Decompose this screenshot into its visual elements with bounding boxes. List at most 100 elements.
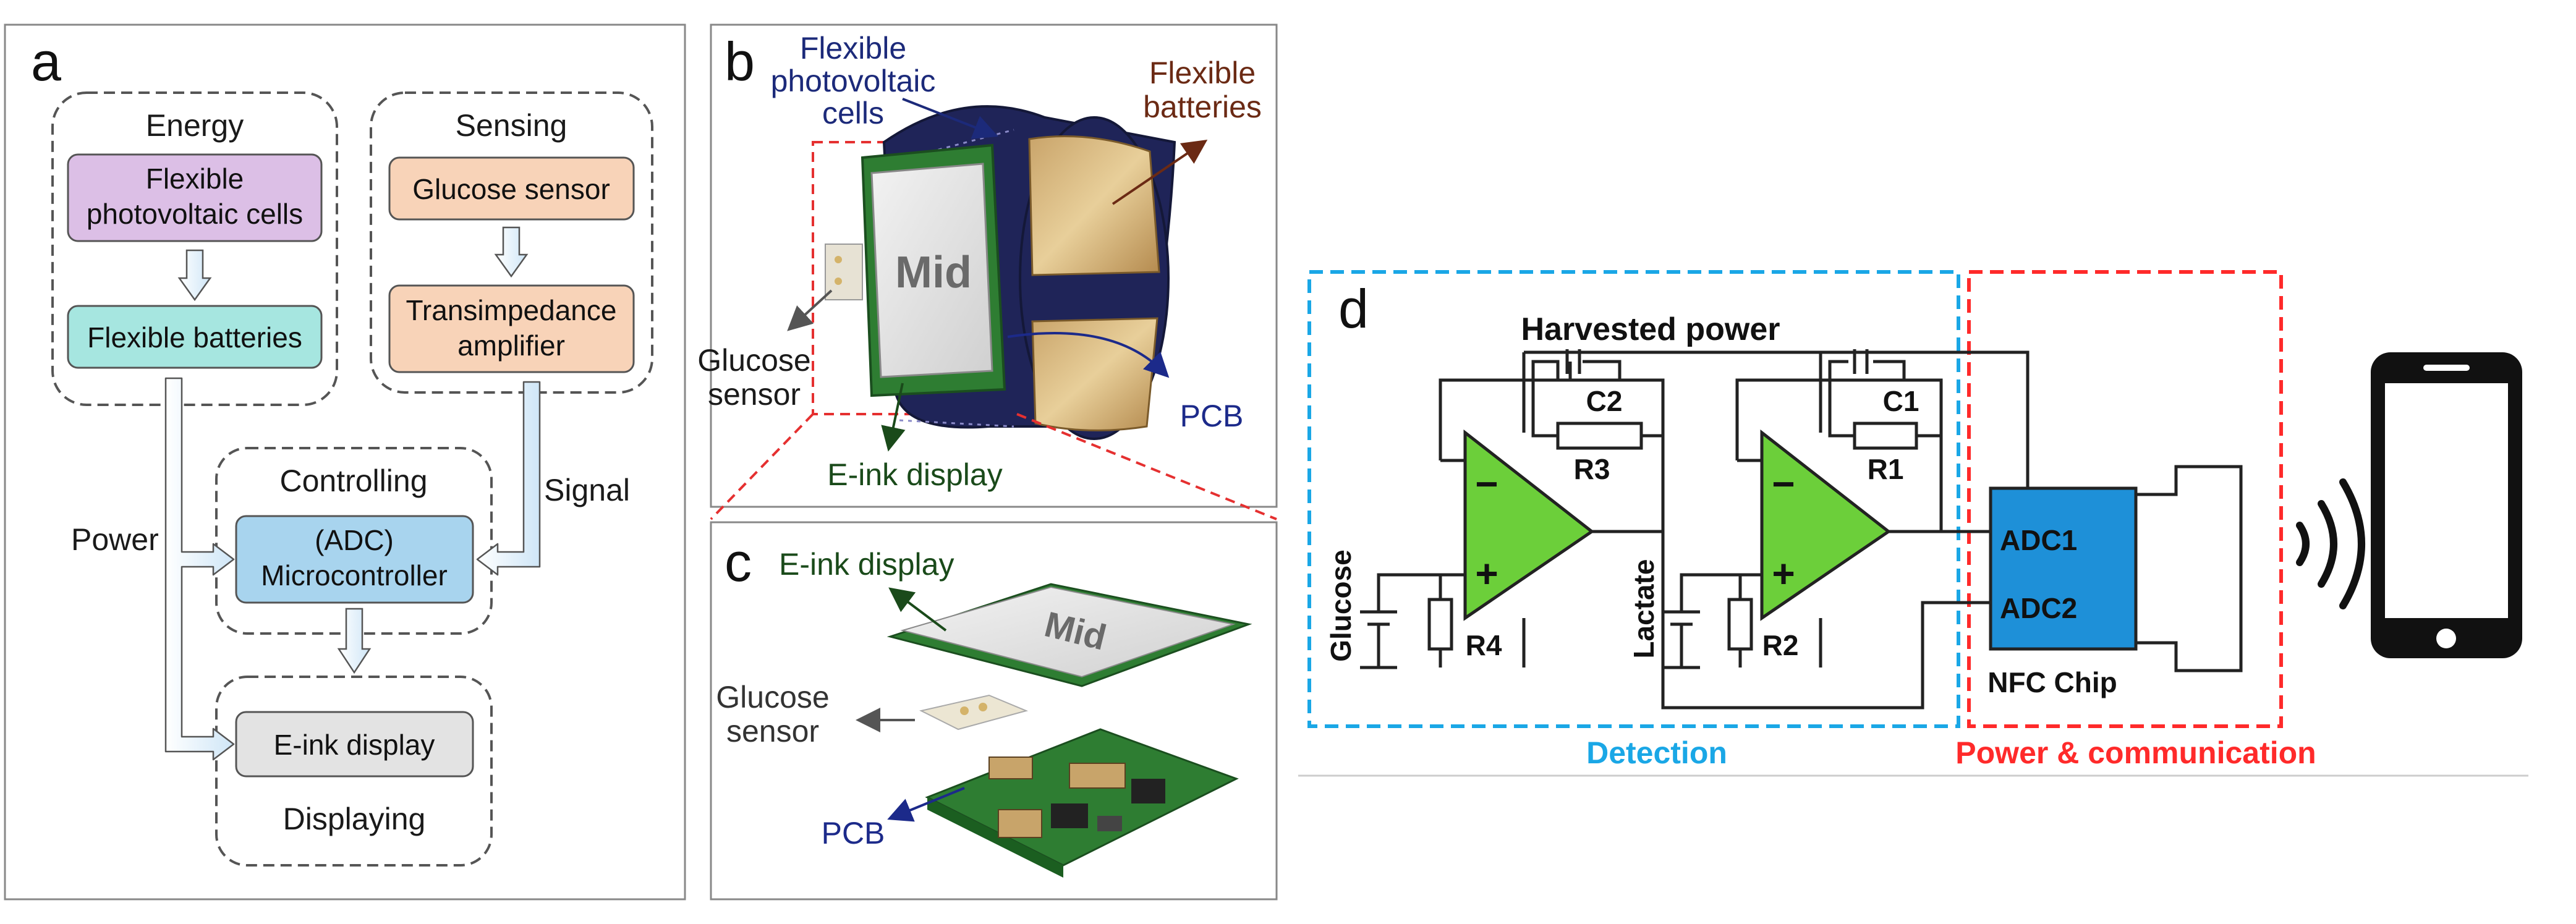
r3-label: R3 <box>1574 453 1610 485</box>
c-glucose-label-line1: Glucose <box>716 680 829 714</box>
control-to-display-arrow <box>337 608 372 674</box>
sensing-down-arrow <box>494 226 529 278</box>
stage1-plus-in <box>1377 573 1465 612</box>
stage2-plus-in <box>1680 573 1762 612</box>
panel-c-frame <box>710 521 1278 901</box>
power-rail <box>1524 350 2030 488</box>
c-pcb-board <box>925 728 1239 867</box>
energy-group <box>51 91 338 406</box>
c-chip-1 <box>1131 779 1165 803</box>
b-pcb-label: PCB <box>1180 399 1244 433</box>
opamp-1 <box>1463 429 1595 621</box>
amplifier-box-line2: amplifier <box>457 329 565 362</box>
b-pcb-arrow <box>1007 332 1170 378</box>
phone-speaker <box>2423 365 2470 371</box>
panel-b-frame <box>710 23 1278 508</box>
harvested-power-label: Harvested power <box>1521 312 1780 347</box>
c2-label: C2 <box>1586 385 1623 417</box>
adc1-label: ADC1 <box>2000 524 2077 556</box>
panel-a: a Energy Flexible photovoltaic cells Fle… <box>4 23 686 901</box>
c-component-1 <box>988 757 1033 779</box>
power-label: Power <box>71 522 159 557</box>
displaying-title: Displaying <box>283 802 426 836</box>
stage1-c2-right <box>1583 360 1622 380</box>
lactate-source <box>1663 610 1700 669</box>
opamp-2-plus: + <box>1772 551 1795 596</box>
stage1-r3-left <box>1531 380 1558 438</box>
controlling-title: Controlling <box>279 464 427 498</box>
panel-a-frame <box>4 23 686 901</box>
panel-c-letter: c <box>725 532 752 593</box>
detection-label: Detection <box>1586 735 1727 770</box>
panel-b: b Mid Flexible photovoltaic ce <box>697 23 1278 508</box>
energy-title: Energy <box>146 108 244 143</box>
battery-panel-top <box>1028 135 1160 276</box>
battery-panel-bottom <box>1031 317 1158 431</box>
r1-label: R1 <box>1868 453 1904 485</box>
stage1-feedback-outer <box>1439 378 1665 532</box>
c-pcb-label: PCB <box>822 816 885 850</box>
signal-label: Signal <box>544 473 630 507</box>
stage1-capacitor <box>1565 349 1581 374</box>
batteries-label-line1: Flexible <box>1149 56 1256 90</box>
zoom-line-right <box>1016 413 1277 520</box>
b-eink-label: E-ink display <box>827 457 1002 492</box>
c-eink-arrow <box>888 587 947 632</box>
r4-resistor <box>1427 598 1453 651</box>
c1-label: C1 <box>1883 385 1919 417</box>
photovoltaic-box <box>67 153 323 242</box>
batteries-box <box>67 305 323 369</box>
stage2-r1-left <box>1828 380 1855 438</box>
batteries-box-label: Flexible batteries <box>87 321 302 354</box>
stage1-to-adc2 <box>1661 532 1991 710</box>
r2-label: R2 <box>1762 629 1799 661</box>
microcontroller-line2: Microcontroller <box>261 559 448 591</box>
b-glucose-label-line2: sensor <box>708 377 801 412</box>
power-arrow <box>164 377 235 761</box>
photovoltaic-arrow <box>902 98 998 139</box>
opamp-2 <box>1760 429 1892 621</box>
device-text: Mid <box>895 248 972 297</box>
zoom-line-left <box>710 413 814 520</box>
photovoltaic-box-line2: photovoltaic cells <box>87 198 303 230</box>
smartphone-icon <box>2371 352 2522 658</box>
power-comm-label: Power & communication <box>1955 735 2316 770</box>
r2-resistor <box>1727 598 1753 651</box>
r3-resistor <box>1556 422 1643 450</box>
stage2-c1-left <box>1828 360 1848 380</box>
sensor-electrode-2 <box>835 278 842 285</box>
photovoltaic-label-line1: Flexible <box>800 31 906 66</box>
microcontroller-line1: (ADC) <box>315 524 394 556</box>
amplifier-box-line1: Transimpedance <box>406 294 617 326</box>
glucose-sensor-box <box>388 156 635 221</box>
phone-screen <box>2385 383 2508 618</box>
r1-resistor <box>1853 422 1918 450</box>
opamp-1-minus: − <box>1475 462 1498 506</box>
signal-arrow <box>476 381 541 576</box>
c-glucose-strip <box>919 694 1029 731</box>
nfc-antenna <box>2136 465 2243 672</box>
b-eink-arrow <box>881 383 906 452</box>
phone-home-button <box>2436 629 2456 648</box>
b-glucose-arrow <box>787 289 833 331</box>
panel-d-letter: d <box>1338 278 1369 339</box>
glucose-sensor-box-label: Glucose sensor <box>412 173 610 205</box>
glucose-source <box>1360 610 1397 669</box>
c-sensor-electrode-1 <box>960 706 969 715</box>
power-comm-box <box>1967 270 2283 728</box>
stage1-c2-loop <box>1531 360 1560 380</box>
c-component-2 <box>1069 763 1126 789</box>
stage2-feedback-outer <box>1735 378 1943 532</box>
r4-label: R4 <box>1466 629 1502 661</box>
glucose-source-label: Glucose <box>1325 549 1357 662</box>
photovoltaic-label-line3: cells <box>822 96 884 130</box>
c-chip-3 <box>1097 816 1122 831</box>
wristband-illustration: Mid <box>825 105 1176 440</box>
nfc-chip <box>1989 486 2138 651</box>
c-chip-2 <box>1051 803 1088 828</box>
c-sensor-electrode-2 <box>979 703 987 711</box>
stage2-capacitor <box>1853 349 1869 374</box>
amplifier-box <box>388 284 635 373</box>
panel-c: c E-ink display Mid Glucose sensor PCB <box>710 521 1278 901</box>
